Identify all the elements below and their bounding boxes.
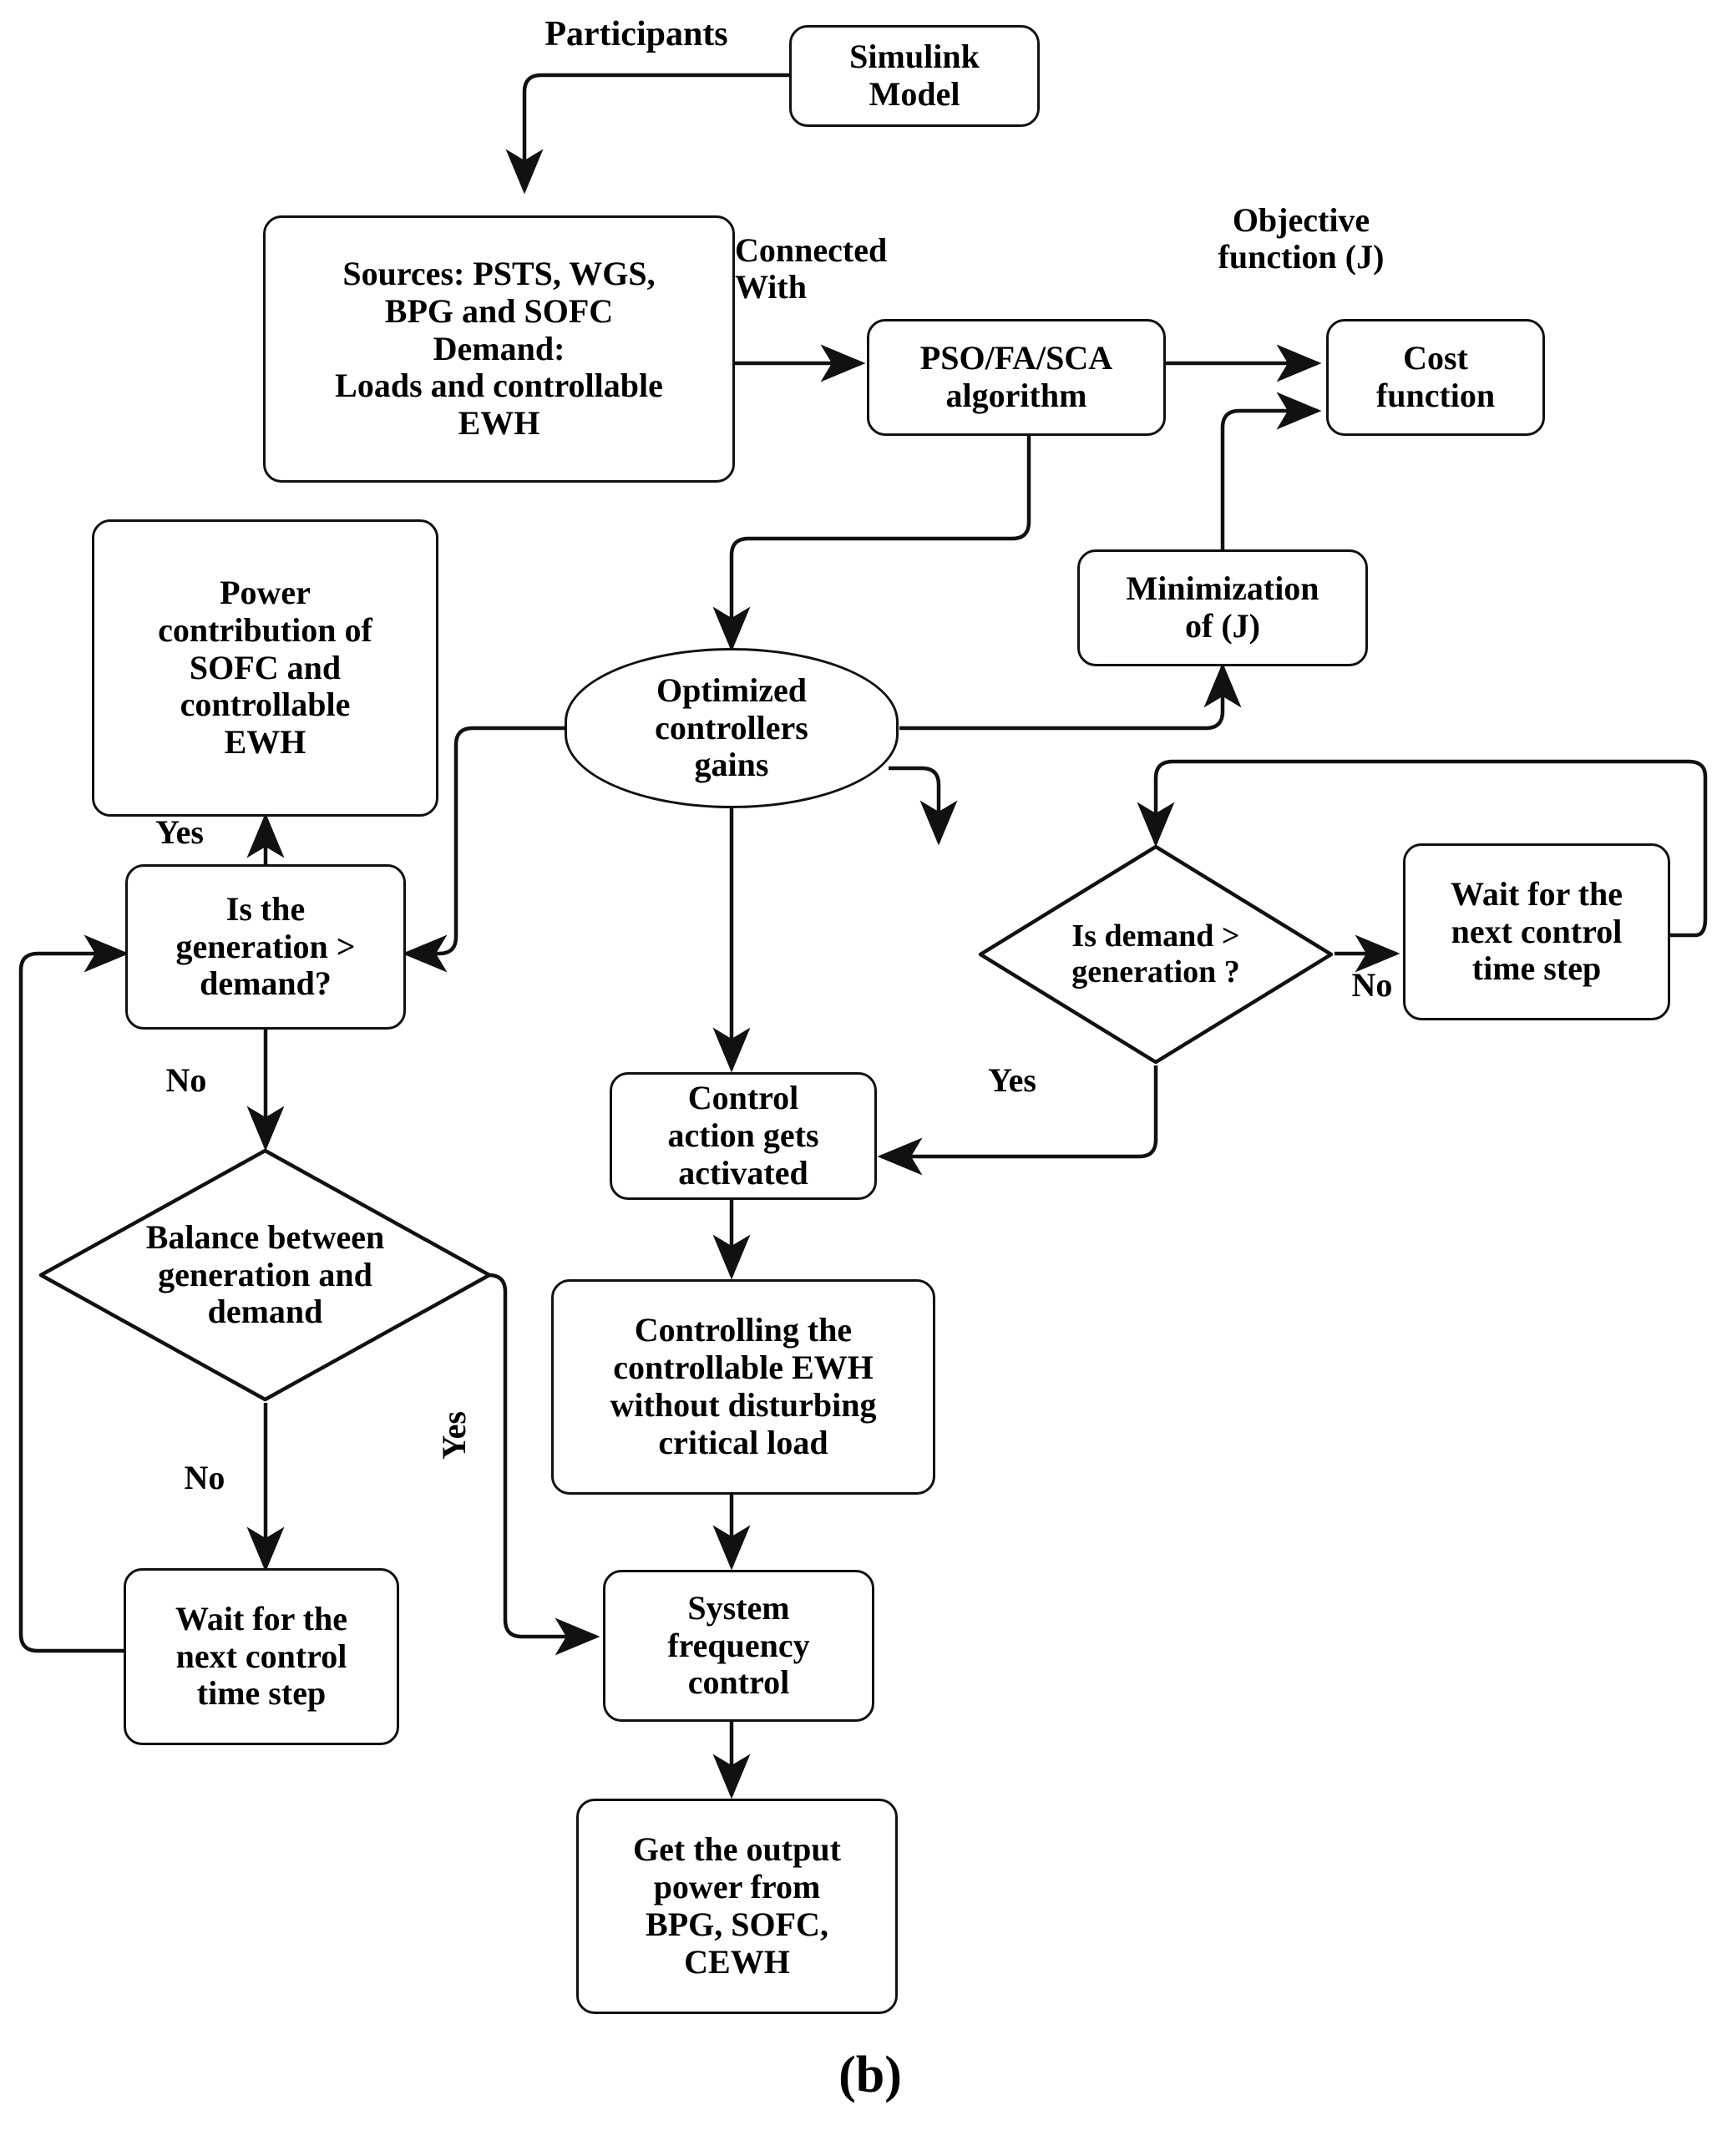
edge-label-objective-function: Objective function (J) bbox=[1218, 201, 1385, 276]
balance-diamond-shape bbox=[38, 1148, 492, 1402]
node-algorithm[interactable]: PSO/FA/SCA algorithm bbox=[867, 319, 1166, 436]
node-system-frequency[interactable]: System frequency control bbox=[603, 1570, 874, 1722]
node-optimized-gains[interactable]: Optimized controllers gains bbox=[565, 648, 899, 808]
node-wait-left[interactable]: Wait for the next control time step bbox=[124, 1568, 399, 1745]
node-wait-right[interactable]: Wait for the next control time step bbox=[1403, 843, 1670, 1020]
node-power-contribution[interactable]: Power contribution of SOFC and controlla… bbox=[92, 519, 438, 817]
edge-label-yes-balance-branch: Yes bbox=[435, 1411, 473, 1460]
edge-label-no-wait-left: No bbox=[184, 1459, 225, 1496]
edge-label-connected-with: Connected With bbox=[735, 231, 888, 306]
node-sources-demand[interactable]: Sources: PSTS, WGS, BPG and SOFC Demand:… bbox=[263, 215, 735, 483]
figure-caption: (b) bbox=[838, 2047, 902, 2103]
edge-label-participants: Participants bbox=[544, 15, 728, 53]
node-demand-gt-gen-diamond[interactable]: Is demand > generation ? bbox=[977, 843, 1335, 1065]
edge-label-no-balance: No bbox=[165, 1061, 207, 1099]
node-cost-function[interactable]: Cost function bbox=[1326, 319, 1545, 436]
node-get-output[interactable]: Get the output power from BPG, SOFC, CEW… bbox=[576, 1799, 898, 2014]
node-balance-label: Balance between generation and demand bbox=[145, 1217, 385, 1331]
node-controlling-ewh[interactable]: Controlling the controllable EWH without… bbox=[551, 1279, 935, 1495]
node-minimization[interactable]: Minimization of (J) bbox=[1077, 549, 1368, 666]
node-gen-gt-demand[interactable]: Is the generation > demand? bbox=[125, 864, 406, 1030]
node-demand-gt-gen-label: Is demand > generation ? bbox=[1071, 919, 1240, 989]
demand-gt-gen-diamond-shape bbox=[978, 844, 1334, 1065]
edge-label-yes-control-action: Yes bbox=[988, 1061, 1036, 1099]
edge-label-yes-power: Yes bbox=[155, 813, 204, 851]
node-simulink-model[interactable]: Simulink Model bbox=[789, 25, 1040, 127]
node-control-action[interactable]: Control action gets activated bbox=[610, 1072, 877, 1200]
edge-label-no-wait-right: No bbox=[1351, 966, 1393, 1004]
node-balance-diamond[interactable]: Balance between generation and demand bbox=[38, 1147, 493, 1403]
